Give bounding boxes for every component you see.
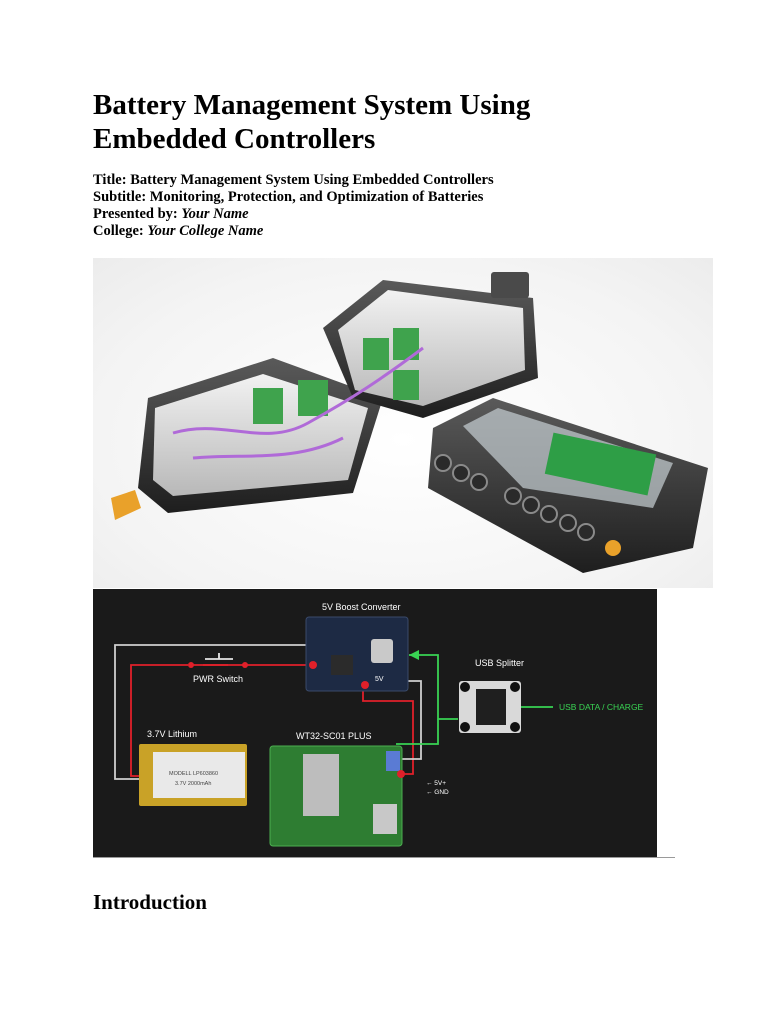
title-value: Battery Management System Using Embedded… [130,172,494,188]
wire-green [396,719,439,745]
subtitle-line: Subtitle: Monitoring, Protection, and Op… [93,189,494,206]
usb-splitter-port [460,682,470,692]
title-block: Title: Battery Management System Using E… [93,172,494,240]
usb-splitter-port [460,722,470,732]
lithium-battery-label-strip [153,752,245,798]
presenter-label: Presented by: [93,206,178,222]
harness-wire [192,436,344,460]
pin-gnd-label: ← GND [426,789,449,796]
module-board [363,338,389,370]
module-board [253,388,283,424]
usb-splitter-port [510,682,520,692]
boost-usb-c-port [371,639,393,663]
lithium-label: 3.7V Lithium [147,729,197,739]
diagram-divider [93,857,675,858]
module-board [298,380,328,416]
module-board [393,370,419,400]
harness-wire [172,346,424,435]
battery-pack-illustration [111,272,708,573]
title-line: Title: Battery Management System Using E… [93,172,494,189]
subtitle-label: Subtitle: [93,189,147,205]
wiring-diagram: PWR Switch 5V Boost Converter USB Splitt… [93,589,657,857]
usb-splitter-port [510,722,520,732]
boost-converter-label: 5V Boost Converter [322,602,401,612]
document-heading: Battery Management System Using Embedded… [93,89,531,155]
bms-orange-port [605,540,621,556]
usb-splitter-core [476,689,506,725]
wt32-usb-port [386,751,400,771]
college-value: Your College Name [147,223,264,239]
title-label: Title: [93,172,127,188]
pwr-switch [188,653,248,668]
college-label: College: [93,223,144,239]
pack-vent [491,272,529,298]
arrow-green [409,650,419,660]
wire-white [114,644,308,780]
usb-data-charge-label: USB DATA / CHARGE [559,702,644,712]
battery-model: MODELL LP603860 [169,771,218,777]
bms-pcb [544,432,657,496]
wt32-module [303,754,339,816]
boost-inductor [331,655,353,675]
bms-connectors [434,454,595,541]
battery-spec: 3.7V 2000mAh [175,781,211,787]
wire-red [362,687,414,775]
pin-5v-label: ← 5V+ [426,780,446,787]
usb-splitter-label: USB Splitter [475,658,524,668]
wiring-diagram-illustration: PWR Switch 5V Boost Converter USB Splitt… [114,602,644,847]
battery-pack-render [93,258,713,588]
boost-terminal [361,681,369,689]
presenter-line: Presented by: Your Name [93,206,494,223]
wt32-sd-slot [373,804,397,834]
pin-5v-short: 5V [375,676,384,683]
subtitle-value: Monitoring, Protection, and Optimization… [149,189,484,205]
college-line: College: Your College Name [93,223,494,240]
pwr-switch-label: PWR Switch [193,674,243,684]
wt32-terminal [397,770,405,778]
wire-green [409,654,458,720]
wt32-label: WT32-SC01 PLUS [296,731,372,741]
presenter-value: Your Name [181,206,249,222]
boost-terminal [309,661,317,669]
section-heading-introduction: Introduction [93,890,207,914]
orange-connector [111,490,141,520]
